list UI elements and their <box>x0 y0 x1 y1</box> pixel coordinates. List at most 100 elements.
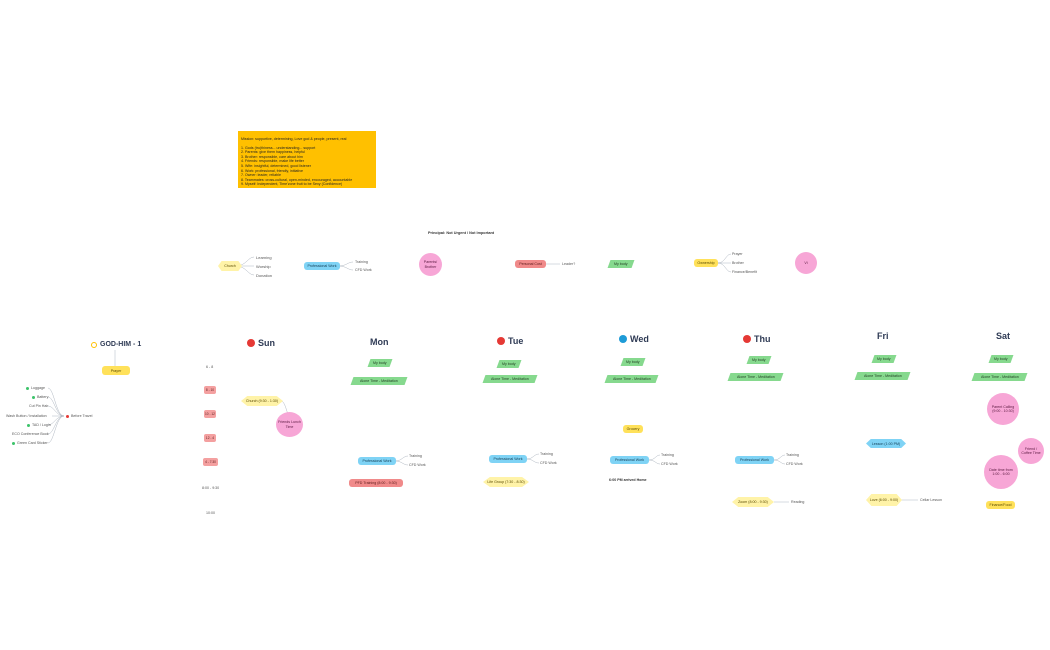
alone-label: Alone Time - Meditation <box>491 377 529 381</box>
time-label: 4 - 7:30 <box>203 458 218 466</box>
day-fri[interactable]: Fri <box>877 331 889 341</box>
body-node[interactable]: My body <box>496 360 522 368</box>
day-wed[interactable]: Wed <box>619 334 649 344</box>
day-sun[interactable]: Sun <box>247 338 275 348</box>
status-dot-icon <box>247 339 255 347</box>
parents-node[interactable]: Parents/ Brother <box>419 253 442 276</box>
sun-friends-node[interactable]: Friends Lunch Time <box>276 412 303 437</box>
note-line: 7. Owner: leader, reliable <box>241 173 281 178</box>
checklist-label: ECO Conference Book <box>12 432 49 436</box>
checklist-item[interactable]: Battery <box>32 395 48 399</box>
checklist-item[interactable]: TAD / Login <box>27 423 51 427</box>
note-line: 8. Teammates: cross-cultural, open-minde… <box>241 177 353 182</box>
wed-work-node[interactable]: Professional Work <box>610 456 649 464</box>
vi-node[interactable]: Vi <box>795 252 817 274</box>
alone-label: Alone Time - Meditation <box>980 375 1019 379</box>
thu-zoom-node[interactable]: Zoom (8:00 - 9:30) <box>732 497 774 507</box>
day-label: Thu <box>754 334 771 344</box>
alone-label: Alone Time - Meditation <box>736 375 775 379</box>
principal-title: Principal: Not Urgent / Not Important <box>428 231 495 235</box>
checklist-item[interactable]: Wash Button / Installation <box>6 414 47 418</box>
note-line: 4. Friends: responsible, make life bette… <box>241 159 304 164</box>
alone-node[interactable]: Alone Time - Meditation <box>971 373 1028 381</box>
sat-finance-node[interactable]: Finance/Food <box>986 501 1015 509</box>
sat-friend-node[interactable]: Friend / Coffee Time <box>1018 438 1044 464</box>
day-label: Mon <box>370 337 389 347</box>
before-travel-label: Before Travel <box>71 414 93 418</box>
day-sat[interactable]: Sat <box>996 331 1010 341</box>
body-label: My body <box>373 361 387 365</box>
alone-node[interactable]: Alone Time - Meditation <box>350 377 408 385</box>
note-line: 2. Parents: give them happiness, helpful <box>241 150 305 155</box>
mon-work-node[interactable]: Professional Work <box>358 457 396 465</box>
sat-date-node[interactable]: Date time from 1:00 - 6:00 <box>984 455 1018 489</box>
body-node[interactable]: My body <box>988 355 1014 363</box>
time-label: 6 - 8 <box>206 365 214 369</box>
tue-work-node[interactable]: Professional Work <box>489 455 527 463</box>
sun-church-node[interactable]: Church (9:30 - 1:30) <box>241 396 283 406</box>
body-node[interactable]: My body <box>746 356 772 364</box>
fri-lesson-node[interactable]: Lesson (1:00 PM) <box>866 439 906 448</box>
alone-node[interactable]: Alone Time - Meditation <box>854 372 911 380</box>
work-item: Training <box>786 453 799 457</box>
body-node[interactable]: My body <box>367 359 393 367</box>
alone-label: Alone Time - Meditation <box>612 377 651 381</box>
body-label: My body <box>502 362 516 366</box>
alone-node[interactable]: Alone Time - Meditation <box>482 375 538 383</box>
checklist-item[interactable]: ECO Conference Book <box>12 432 49 436</box>
status-dot-icon <box>619 335 627 343</box>
ownership-item: Prayer <box>732 252 743 256</box>
alone-node[interactable]: Alone Time - Meditation <box>604 375 659 383</box>
mon-training-node[interactable]: PFD Training (8:00 - 9:30) <box>349 479 403 487</box>
checklist-label: Luggage <box>31 386 45 390</box>
time-label: 10:00 <box>206 511 215 515</box>
body-label: My body <box>877 357 891 361</box>
checklist-item[interactable]: Green Card Sticker <box>12 441 48 445</box>
mission-note[interactable]: Mission: supportive, determining, Love g… <box>238 131 376 188</box>
body-node[interactable]: My body <box>871 355 897 363</box>
thu-work-node[interactable]: Professional Work <box>735 456 774 464</box>
root-icon <box>91 341 97 348</box>
day-mon[interactable]: Mon <box>370 337 389 347</box>
church-node[interactable]: Church <box>218 261 242 271</box>
body-label: My body <box>994 357 1008 361</box>
checklist-label: Green Card Sticker <box>17 441 48 445</box>
checklist-label: TAD / Login <box>32 423 51 427</box>
fri-love-node[interactable]: Love (6:00 - 9:00) <box>866 494 902 506</box>
day-label: Sun <box>258 338 275 348</box>
status-dot-icon <box>743 335 751 343</box>
alone-label: Alone Time - Meditation <box>863 374 902 378</box>
top-body-label: My body <box>614 262 628 266</box>
wed-grocery-node[interactable]: Grocery <box>623 425 643 433</box>
tue-life-node[interactable]: Life Group (7:30 - 8:30) <box>483 477 529 487</box>
time-label: 10 - 12 <box>204 410 216 418</box>
time-label: 8 - 10 <box>204 386 216 394</box>
work-item: CFD Work <box>355 268 372 272</box>
checklist-item[interactable]: Cut Pin Hair <box>29 404 48 408</box>
note-line: 1. Gods (tru)thiness... understanding...… <box>241 145 316 150</box>
church-item: Worship <box>256 264 271 269</box>
root-label: GOD-HIM - 1 <box>100 341 142 348</box>
work-item: Training <box>661 453 674 457</box>
alone-node[interactable]: Alone Time - Meditation <box>727 373 784 381</box>
personal-node[interactable]: Personal Cost <box>515 260 546 268</box>
day-tue[interactable]: Tue <box>497 336 523 346</box>
check-icon <box>32 395 35 399</box>
alone-label: Alone Time - Meditation <box>360 379 398 383</box>
note-title: Mission: supportive, determining, Love g… <box>241 137 347 141</box>
sat-parent-node[interactable]: Parent Calling (9:00 - 10:30) <box>987 393 1019 425</box>
root-title[interactable]: GOD-HIM - 1 <box>91 341 141 348</box>
note-line: 9. Myself: Independent, Time'zone fruit … <box>241 182 343 187</box>
before-travel-node[interactable]: Before Travel <box>66 414 92 418</box>
body-label: My body <box>752 358 766 362</box>
top-work-node[interactable]: Professional Work <box>304 262 340 270</box>
prayer-node[interactable]: Prayer <box>102 366 130 375</box>
body-node[interactable]: My body <box>620 358 646 366</box>
ownership-node[interactable]: Ownership <box>694 259 718 267</box>
checklist-item[interactable]: Luggage <box>26 386 45 390</box>
day-thu[interactable]: Thu <box>743 334 771 344</box>
time-label: 12 - 4 <box>204 434 216 442</box>
thu-reading-item: Reading <box>791 500 805 504</box>
top-body-node[interactable]: My body <box>607 260 635 268</box>
